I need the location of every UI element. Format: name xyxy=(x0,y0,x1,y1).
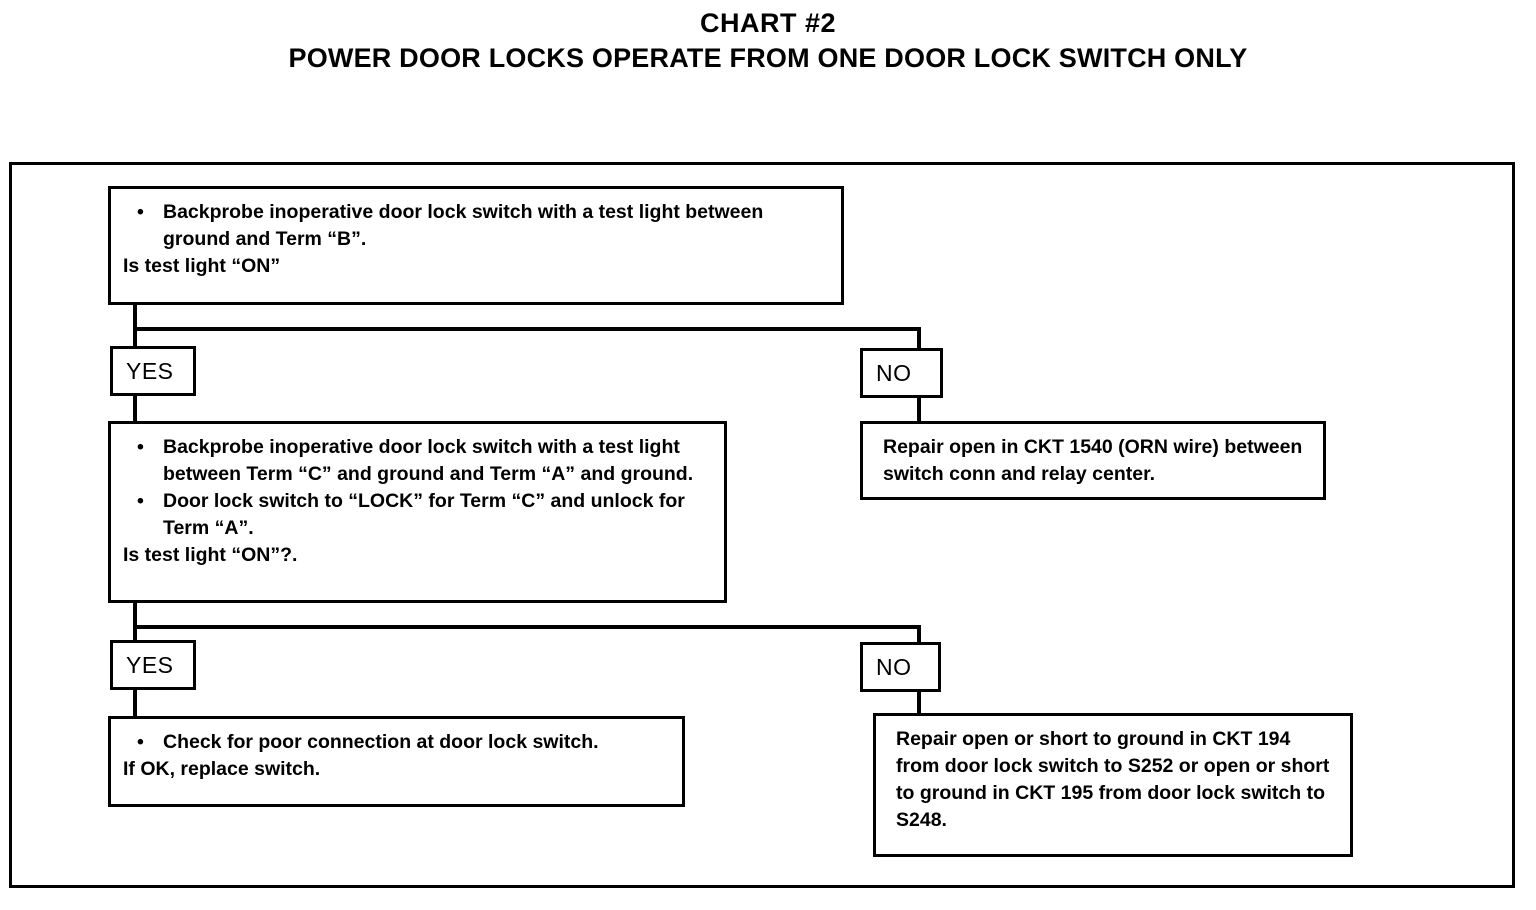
step-1-question-text: Is test light “ON” xyxy=(123,255,281,277)
step-2-bullet-1: • Backprobe inoperative door lock switch… xyxy=(123,434,712,488)
step-2-question-text: Is test light “ON”?. xyxy=(123,544,298,566)
branch-label-yes-2: YES xyxy=(110,640,196,690)
chart-title-line-1: CHART #2 xyxy=(699,8,837,38)
step-2-bullet-2: • Door lock switch to “LOCK” for Term “C… xyxy=(123,488,712,542)
bullet-icon: • xyxy=(137,731,144,753)
repair-2-text: Repair open or short to ground in CKT 19… xyxy=(896,728,1330,831)
connector-yes-2-out xyxy=(133,690,137,718)
step-1-question-box: • Backprobe inoperative door lock switch… xyxy=(108,186,844,305)
step-1-content: • Backprobe inoperative door lock switch… xyxy=(111,189,841,288)
branch-label-yes-1: YES xyxy=(110,346,196,396)
connector-no-2-out xyxy=(917,690,921,716)
connector-yes-1-out xyxy=(133,393,137,423)
bullet-icon: • xyxy=(137,436,144,458)
repair-1-text: Repair open in CKT 1540 (ORN wire) betwe… xyxy=(883,436,1303,485)
connector-no-1-out xyxy=(917,395,921,423)
result-yes-followup-text: If OK, replace switch. xyxy=(123,758,321,780)
bullet-icon: • xyxy=(137,201,144,223)
step-2-content: • Backprobe inoperative door lock switch… xyxy=(111,424,724,577)
step-1-bullet-1-text: Backprobe inoperative door lock switch w… xyxy=(163,201,764,250)
step-2-question-box: • Backprobe inoperative door lock switch… xyxy=(108,421,727,603)
connector-yes-2-in xyxy=(133,625,137,646)
branch-label-yes-1-text: YES xyxy=(126,357,174,384)
step-1-bullet-1: • Backprobe inoperative door lock switch… xyxy=(123,199,829,253)
connector-yes-1-in xyxy=(133,327,137,349)
result-yes-box: • Check for poor connection at door lock… xyxy=(108,716,685,807)
connector-step2-down xyxy=(133,603,137,629)
connector-split-bus-2 xyxy=(133,625,921,629)
step-2-bullet-2-text: Door lock switch to “LOCK” for Term “C” … xyxy=(163,490,685,539)
result-yes-bullet-1: • Check for poor connection at door lock… xyxy=(123,729,670,756)
chart-title-line-2: POWER DOOR LOCKS OPERATE FROM ONE DOOR L… xyxy=(288,43,1248,73)
chart-title: CHART #2 POWER DOOR LOCKS OPERATE FROM O… xyxy=(0,6,1536,76)
branch-label-yes-2-text: YES xyxy=(126,651,174,678)
connector-no-1-in xyxy=(917,327,921,351)
diagram-border xyxy=(9,162,1515,888)
branch-label-no-2-text: NO xyxy=(876,653,912,680)
branch-label-no-1-text: NO xyxy=(876,359,912,386)
branch-label-no-2: NO xyxy=(860,642,941,692)
result-yes-bullet-1-text: Check for poor connection at door lock s… xyxy=(163,731,599,753)
connector-no-2-in xyxy=(917,625,921,645)
connector-step1-down xyxy=(133,303,137,331)
bullet-icon: • xyxy=(137,490,144,512)
branch-label-no-1: NO xyxy=(860,348,943,398)
result-yes-content: • Check for poor connection at door lock… xyxy=(111,719,682,791)
repair-2-box: Repair open or short to ground in CKT 19… xyxy=(873,713,1353,857)
step-2-bullet-1-text: Backprobe inoperative door lock switch w… xyxy=(163,436,694,485)
repair-1-box: Repair open in CKT 1540 (ORN wire) betwe… xyxy=(860,421,1326,500)
connector-split-bus-1 xyxy=(133,327,921,331)
